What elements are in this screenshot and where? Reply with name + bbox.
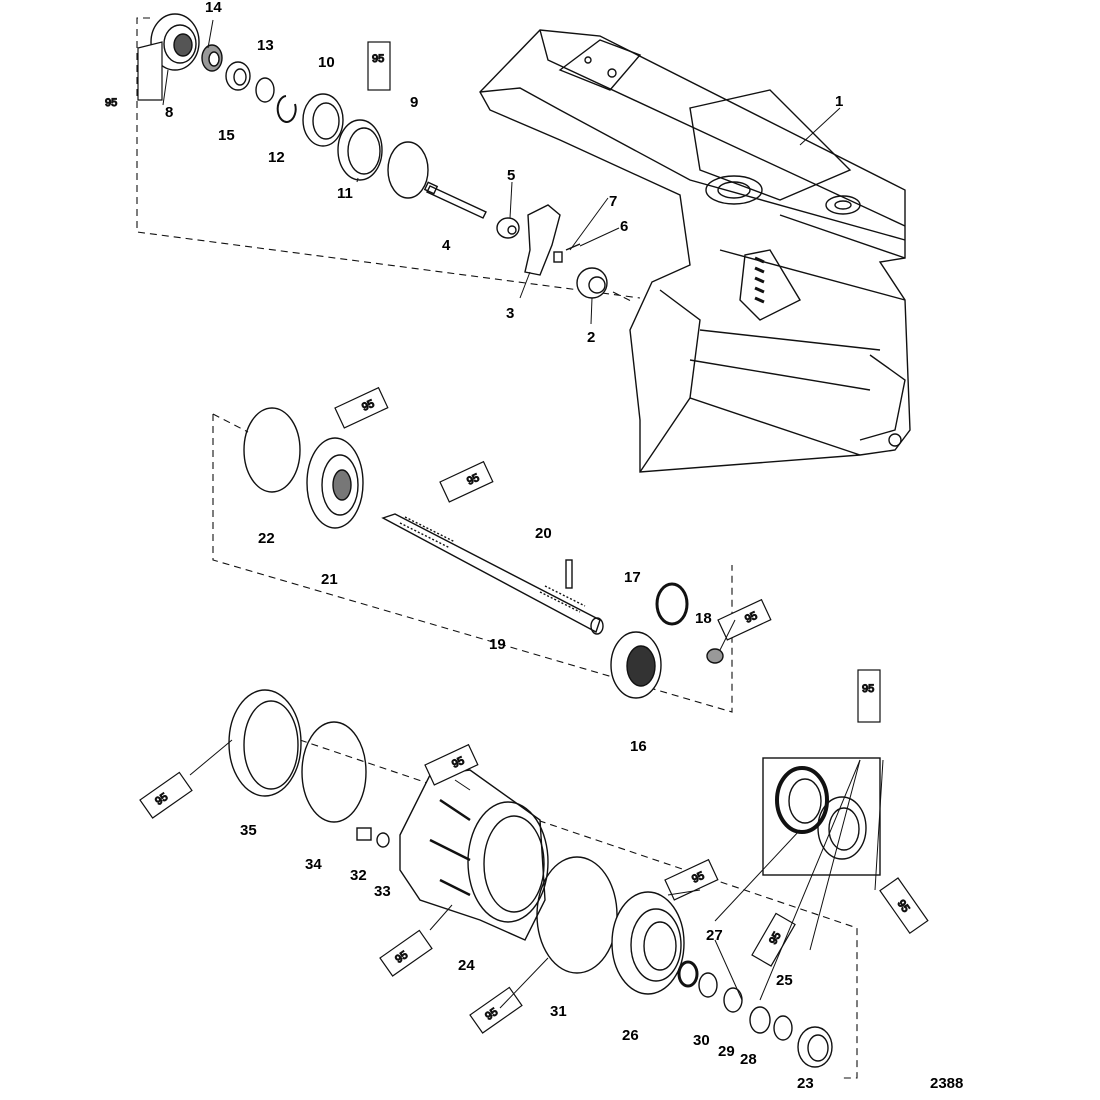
part-label-26: 26 [622, 1027, 639, 1044]
part-label-4: 4 [442, 237, 451, 254]
part-27-seal-detail [762, 757, 881, 876]
part-label-32: 32 [350, 867, 367, 884]
sealant-tube-icon: 95 [367, 41, 391, 91]
figure-number: 2388 [930, 1075, 963, 1092]
part-7-pin [553, 251, 563, 263]
part-label-14: 14 [205, 0, 222, 16]
part-8-seal [150, 13, 200, 71]
gear-housing [479, 29, 911, 473]
part-11-carrier [337, 119, 383, 181]
part-10-bearing-cup [302, 93, 344, 147]
sealant-tube-icon: 95 [379, 929, 433, 977]
part-30-washer [677, 960, 699, 988]
sealant-tube-icon: 95 [664, 858, 719, 901]
part-label-1: 1 [835, 93, 843, 110]
part-label-18: 18 [695, 610, 712, 627]
sealant-tube-icon: 95 [334, 386, 389, 429]
part-label-13: 13 [257, 37, 274, 54]
part-3-shift-crank [524, 204, 561, 276]
part-18-bushing [706, 648, 724, 664]
part-19-propeller-shaft [381, 513, 604, 635]
part-16-clutch [610, 631, 662, 699]
part-5-bushing [496, 217, 520, 239]
part-28-washer [749, 1006, 771, 1034]
part-label-19: 19 [489, 636, 506, 653]
part-28-spacer [698, 972, 718, 998]
part-label-24: 24 [458, 957, 475, 974]
part-34-tab-washer [301, 721, 367, 823]
part-label-22: 22 [258, 530, 275, 547]
part-label-6: 6 [620, 218, 628, 235]
part-29-ring [723, 987, 743, 1013]
part-24-bearing-carrier [399, 769, 549, 941]
leader-lines [162, 19, 884, 1009]
part-label-16: 16 [630, 738, 647, 755]
part-label-12: 12 [268, 149, 285, 166]
part-label-20: 20 [535, 525, 552, 542]
part-label-30: 30 [693, 1032, 710, 1049]
part-23-bushing [797, 1026, 833, 1068]
part-2-bearing [576, 267, 608, 299]
part-12-retaining-ring [276, 95, 297, 123]
part-label-21: 21 [321, 571, 338, 588]
part-32-fitting [356, 827, 372, 841]
sealant-tube-label: 95 [372, 53, 384, 65]
assembly-group-outlines [136, 17, 858, 1079]
part-4-shift-shaft [423, 181, 487, 219]
part-label-10: 10 [318, 54, 335, 71]
sealant-tubes: 95 95 95 95 95 95 95 95 95 95 95 95 95 [104, 41, 929, 1034]
sealant-tube-icon: 95 [439, 460, 494, 503]
part-label-15: 15 [218, 127, 235, 144]
part-label-7: 7 [609, 193, 617, 210]
sealant-tube-icon: 95 [469, 986, 523, 1034]
part-label-31: 31 [550, 1003, 567, 1020]
sealant-tube-label: 95 [450, 755, 466, 771]
sealant-tube-icon: 95 [751, 912, 796, 967]
sealant-tube-label: 95 [862, 683, 874, 695]
part-21-bearing-assembly [306, 437, 364, 529]
part-9-o-ring [387, 141, 429, 199]
part-label-34: 34 [305, 856, 322, 873]
sealant-tube-label: 95 [105, 97, 117, 109]
part-number-labels: 1 2 3 4 5 6 7 8 9 10 11 12 13 14 15 16 1… [165, 0, 963, 1092]
part-label-25: 25 [776, 972, 793, 989]
part-label-5: 5 [507, 167, 515, 184]
part-label-8: 8 [165, 104, 173, 121]
part-20-pin [565, 559, 573, 589]
part-26-bearing [611, 891, 685, 995]
part-label-23: 23 [797, 1075, 814, 1092]
sealant-tube-icon: 95 [879, 877, 929, 935]
part-6-roll-pin [565, 243, 581, 251]
part-label-9: 9 [410, 94, 418, 111]
part-14-bushing [201, 44, 223, 72]
part-label-3: 3 [506, 305, 514, 322]
part-label-17: 17 [624, 569, 641, 586]
sealant-tube-icon: 95 [857, 669, 881, 723]
part-25-ring [773, 1015, 793, 1041]
sealant-tube-icon: 95 [717, 598, 772, 641]
part-15-bearing [225, 61, 251, 91]
sealant-tube-icon: 95 [104, 41, 163, 110]
part-13-ring [255, 77, 275, 103]
part-label-2: 2 [587, 329, 595, 346]
part-label-29: 29 [718, 1043, 735, 1060]
part-31-o-ring [536, 856, 618, 974]
part-label-11: 11 [337, 185, 353, 202]
sealant-tube-label: 95 [743, 610, 759, 626]
part-33-washer [376, 832, 390, 848]
sealant-tube-label: 95 [360, 398, 376, 414]
part-22-o-ring [243, 407, 301, 493]
sealant-tube-icon: 95 [424, 743, 479, 786]
part-label-35: 35 [240, 822, 257, 839]
part-label-27: 27 [706, 927, 723, 944]
part-label-33: 33 [374, 883, 391, 900]
sealant-tube-label: 95 [465, 472, 481, 488]
sealant-tube-label: 95 [690, 870, 706, 886]
sealant-tube-icon: 95 [139, 771, 193, 819]
part-label-28: 28 [740, 1051, 757, 1068]
part-17-ring [655, 582, 689, 626]
part-35-bearing [228, 689, 302, 797]
